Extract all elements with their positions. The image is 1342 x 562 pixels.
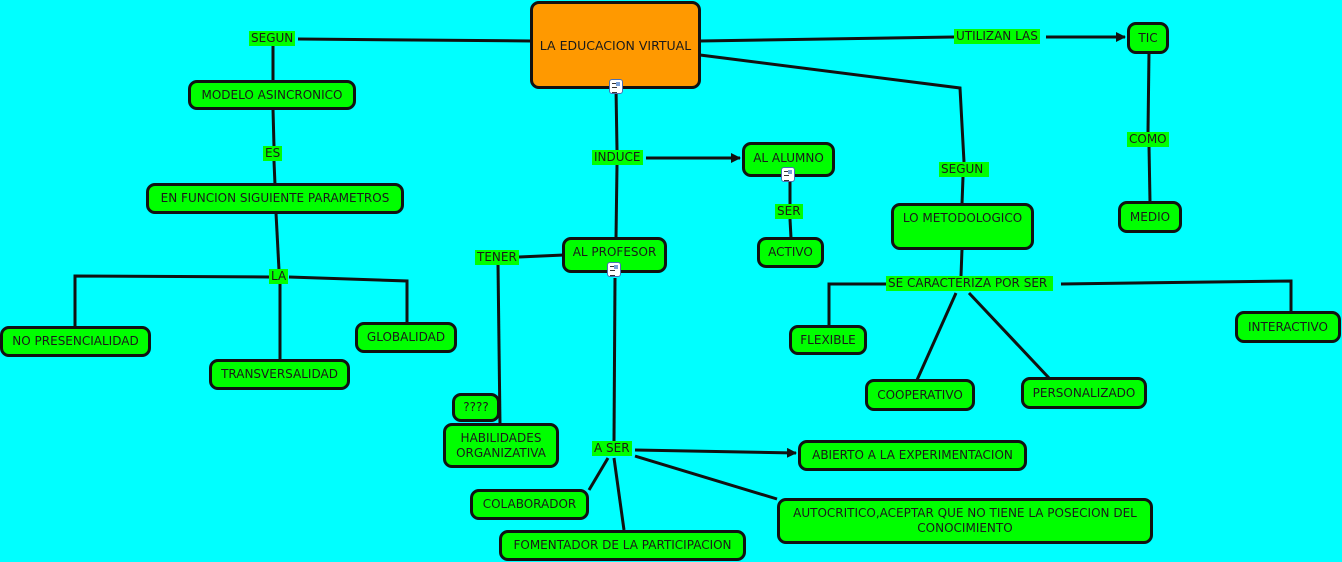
link-label-utilizan-las[interactable]: UTILIZAN LAS [954, 29, 1040, 44]
concept-label: INTERACTIVO [1248, 319, 1328, 334]
link-la-globalidad [288, 275, 409, 323]
concept-transversalidad[interactable]: TRANSVERSALIDAD [209, 359, 350, 390]
concept-label: TIC [1138, 30, 1158, 45]
concept-interactivo[interactable]: INTERACTIVO [1235, 311, 1341, 343]
concept-en-funcion-siguiente-parametros[interactable]: EN FUNCION SIGUIENTE PARAMETROS [146, 183, 404, 214]
link-como-medio [1147, 145, 1152, 203]
link-metodologico-caracteriza [959, 248, 964, 277]
link-label-la[interactable]: LA [269, 269, 289, 284]
link-parametros-la [274, 212, 281, 271]
concept-label: COOPERATIVO [877, 387, 963, 402]
link-caracteriza-flexible [827, 282, 886, 326]
resource-document-icon[interactable] [609, 79, 623, 94]
link-root-induce [614, 87, 619, 151]
link-profesor-aser [612, 277, 617, 442]
link-aser-colaborador [587, 457, 610, 491]
resource-document-icon[interactable] [607, 262, 621, 277]
link-root-segun2 [699, 53, 966, 163]
concept-label: AL ALUMNO [753, 151, 824, 165]
link-caracteriza-personalizado [967, 291, 1051, 380]
link-root-utilizan [699, 35, 955, 43]
concept-globalidad[interactable]: GLOBALIDAD [355, 322, 457, 353]
link-segun2-metodologico [960, 176, 965, 205]
link-root-segun [297, 37, 533, 43]
concept-label: PERSONALIZADO [1032, 385, 1136, 400]
concept-label: TRANSVERSALIDAD [221, 367, 338, 381]
concept-label-line2: CONOCIMIENTO [917, 521, 1013, 535]
concept-lo-metodologico[interactable]: LO METODOLOGICO [891, 203, 1034, 250]
concept-cooperativo[interactable]: COOPERATIVO [865, 379, 975, 411]
concept-label-line1: AUTOCRITICO,ACEPTAR QUE NO TIENE LA POSE… [793, 506, 1137, 520]
concept-medio[interactable]: MEDIO [1118, 201, 1182, 233]
link-label-induce[interactable]: INDUCE [592, 150, 643, 165]
concept-fomentador-de-la-participacion[interactable]: FOMENTADOR DE LA PARTICIPACION [499, 530, 746, 561]
concept-label-line1: HABILIDADES [460, 430, 542, 445]
link-es-parametros [272, 160, 277, 186]
concept-label-line2: ORGANIZATIVA [456, 445, 546, 460]
concept-label: NO PRESENCIALIDAD [12, 334, 139, 348]
link-modelo-es [271, 108, 276, 148]
concept-interrogacion[interactable]: ???? [452, 393, 500, 422]
concept-label: MEDIO [1129, 209, 1171, 224]
link-label-se-caracteriza-por-ser[interactable]: SE CARACTERIZA POR SER [886, 276, 1054, 291]
concept-no-presencialidad[interactable]: NO PRESENCIALIDAD [0, 326, 151, 357]
link-tic-como [1146, 51, 1151, 133]
concept-modelo-asincronico[interactable]: MODELO ASINCRONICO [188, 80, 356, 110]
link-label-es[interactable]: ES [263, 146, 283, 161]
link-caracteriza-interactivo [1060, 279, 1293, 312]
link-induce-profesor [614, 164, 619, 239]
concept-colaborador[interactable]: COLABORADOR [470, 489, 589, 520]
link-label-como[interactable]: COMO [1127, 132, 1169, 147]
link-label-ser[interactable]: SER [775, 204, 803, 219]
concept-label: ACTIVO [768, 245, 813, 259]
concept-la-educacion-virtual[interactable]: LA EDUCACION VIRTUAL [530, 1, 701, 89]
concept-personalizado[interactable]: PERSONALIZADO [1021, 377, 1147, 409]
concept-label: EN FUNCION SIGUIENTE PARAMETROS [160, 191, 390, 205]
concept-label: FOMENTADOR DE LA PARTICIPACION [513, 538, 732, 552]
link-aser-autocritico [634, 454, 778, 501]
concept-label: ???? [463, 400, 489, 414]
link-label-a-ser[interactable]: A SER [592, 441, 632, 456]
link-aser-abierto [634, 447, 797, 458]
link-la-nopres [73, 274, 271, 327]
link-label-tener[interactable]: TENER [475, 250, 519, 265]
concept-label: GLOBALIDAD [366, 330, 446, 344]
concept-label: AL PROFESOR [572, 245, 657, 259]
link-tener-habilidades [496, 263, 502, 426]
link-aser-fomentador [612, 457, 626, 531]
concept-autocritico[interactable]: AUTOCRITICO,ACEPTAR QUE NO TIENE LA POSE… [777, 498, 1153, 544]
concept-tic[interactable]: TIC [1127, 22, 1169, 54]
concept-abierto-a-la-experimentacion[interactable]: ABIERTO A LA EXPERIMENTACION [798, 440, 1027, 471]
link-caracteriza-cooperativo [915, 292, 958, 381]
concept-label: FLEXIBLE [800, 332, 856, 347]
link-ser-activo [788, 218, 793, 239]
concept-label: LO METODOLOGICO [902, 211, 1023, 225]
link-profesor-tener [518, 253, 565, 259]
concept-label: LA EDUCACION VIRTUAL [539, 37, 692, 53]
concept-activo[interactable]: ACTIVO [757, 237, 824, 268]
concept-label: ABIERTO A LA EXPERIMENTACION [812, 448, 1013, 462]
concept-flexible[interactable]: FLEXIBLE [789, 325, 867, 355]
concept-label: MODELO ASINCRONICO [201, 87, 343, 102]
link-label-segun-metodologico[interactable]: SEGUN [939, 162, 990, 177]
resource-document-icon[interactable] [781, 167, 795, 182]
link-label-segun[interactable]: SEGUN [249, 31, 296, 46]
concept-label: COLABORADOR [482, 497, 577, 511]
